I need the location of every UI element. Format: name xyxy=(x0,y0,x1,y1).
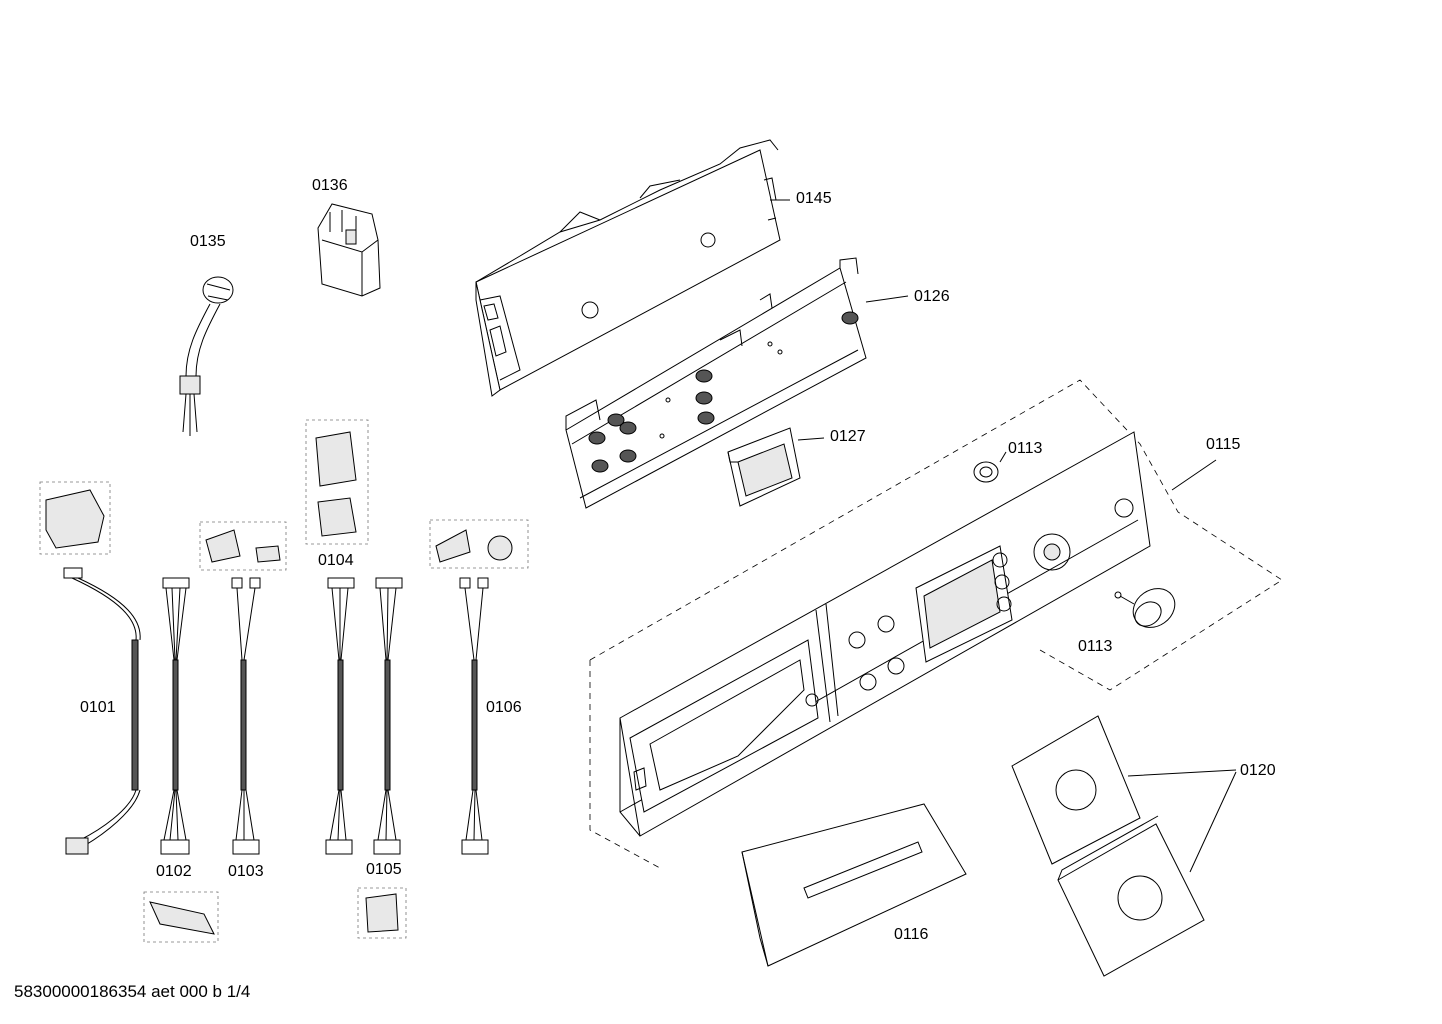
motor-harness-0101 xyxy=(39,481,141,855)
part-label-0113-insert: 0113 xyxy=(1008,440,1043,457)
control-panel-fascia xyxy=(619,431,1151,837)
part-label-0103: 0103 xyxy=(228,863,264,880)
leader-lines xyxy=(770,199,1217,491)
harness-0103 xyxy=(199,521,287,855)
part-label-0104: 0104 xyxy=(318,552,354,569)
part-label-0102: 0102 xyxy=(156,863,192,880)
knob-insert-0113 xyxy=(973,461,999,483)
housing-0145 xyxy=(475,139,781,397)
display-0127 xyxy=(727,427,801,507)
part-label-0136: 0136 xyxy=(312,177,348,194)
knob-0113 xyxy=(1114,588,1176,628)
dispenser-handle-0116 xyxy=(741,803,967,967)
part-label-0115: 0115 xyxy=(1206,436,1241,453)
harness-0104 xyxy=(305,419,369,855)
tact-switches xyxy=(588,311,859,473)
document-footer-code: 58300000186354 aet 000 b 1/4 xyxy=(14,982,251,1001)
harness-0105 xyxy=(357,577,407,939)
panel-outline-0115 xyxy=(589,379,1283,869)
part-label-0105: 0105 xyxy=(366,861,402,878)
part-label-0106: 0106 xyxy=(486,699,522,716)
harness-0106 xyxy=(429,519,529,855)
harness-0102 xyxy=(143,577,219,943)
part-label-0120: 0120 xyxy=(1240,762,1276,779)
part-label-0101: 0101 xyxy=(80,699,116,716)
button-frame-0126 xyxy=(565,257,867,509)
part-label-0113-knob: 0113 xyxy=(1078,638,1113,655)
part-label-0127: 0127 xyxy=(830,428,866,445)
part-label-0126: 0126 xyxy=(914,288,950,305)
part-label-0116: 0116 xyxy=(894,926,929,943)
part-label-0145: 0145 xyxy=(796,190,832,207)
part-label-0135: 0135 xyxy=(190,233,226,250)
knob-plates-0120 xyxy=(1011,715,1237,977)
power-cord-0135 xyxy=(179,276,234,436)
filter-0136 xyxy=(317,203,381,297)
